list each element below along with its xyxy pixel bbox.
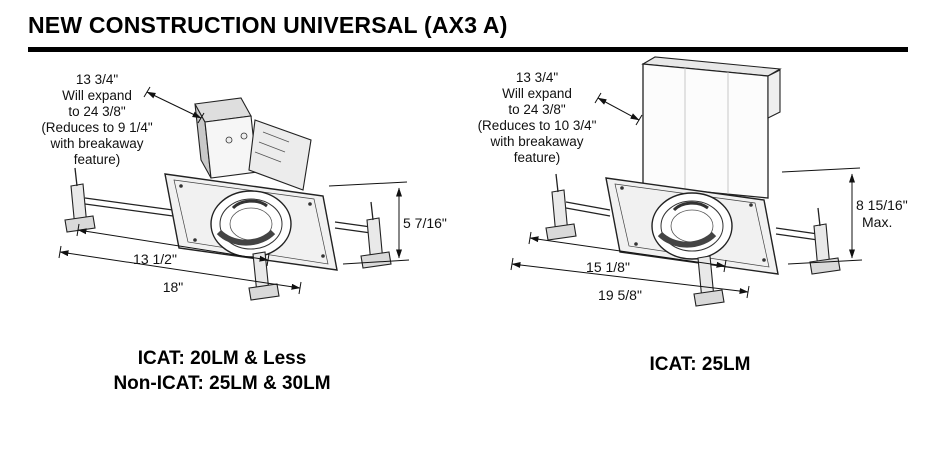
hanger-bar-right (775, 207, 841, 275)
left-fixture-caption: ICAT: 20LM & Less Non-ICAT: 25LM & 30LM (12, 346, 432, 396)
overall-width-dimension-label: 19 5/8" (598, 287, 642, 303)
right-fixture-drawing: 8 15/16" Max. 15 1/8" 19 5/8" (510, 56, 908, 307)
left-fixture-drawing: 5 7/16" 13 1/2" 18" (58, 86, 447, 301)
left-caption-line1: ICAT: 20LM & Less (137, 348, 307, 369)
pan-width-dimension-label: 13 1/2" (133, 251, 177, 267)
hanger-bar-right (334, 201, 392, 269)
pan-width-dimension-label: 15 1/8" (586, 259, 630, 275)
expand-note-left: 13 3/4" Will expand to 24 3/8" (Reduces … (41, 72, 153, 167)
hanger-bar-left (545, 173, 611, 241)
height-dimension-label: 8 15/16" (856, 197, 908, 213)
dimension-lines: 8 15/16" Max. 15 1/8" 19 5/8" (510, 92, 908, 303)
dimension-lines: 5 7/16" 13 1/2" 18" (58, 86, 447, 295)
hanger-bar-left (64, 167, 174, 233)
junction-box (194, 97, 258, 179)
right-fixture-figure: 8 15/16" Max. 15 1/8" 19 5/8" (458, 52, 930, 357)
left-caption-line2: Non-ICAT: 25LM & 30LM (113, 373, 331, 395)
height-dimension-label: 5 7/16" (403, 215, 447, 231)
right-fixture-caption: ICAT: 25LM (649, 354, 751, 375)
light-aperture (210, 190, 292, 258)
light-aperture (651, 192, 733, 260)
height-dimension-suffix: Max. (862, 214, 892, 230)
housing-box (641, 56, 782, 199)
expand-note-right: 13 3/4" Will expand to 24 3/8" (Reduces … (477, 70, 597, 165)
title-underline (28, 47, 908, 52)
left-fixture-figure: 5 7/16" 13 1/2" 18" (5, 56, 455, 356)
page-title: NEW CONSTRUCTION UNIVERSAL (AX3 A) (28, 12, 508, 38)
driver-box (248, 119, 312, 191)
overall-width-dimension-label: 18" (163, 279, 184, 295)
